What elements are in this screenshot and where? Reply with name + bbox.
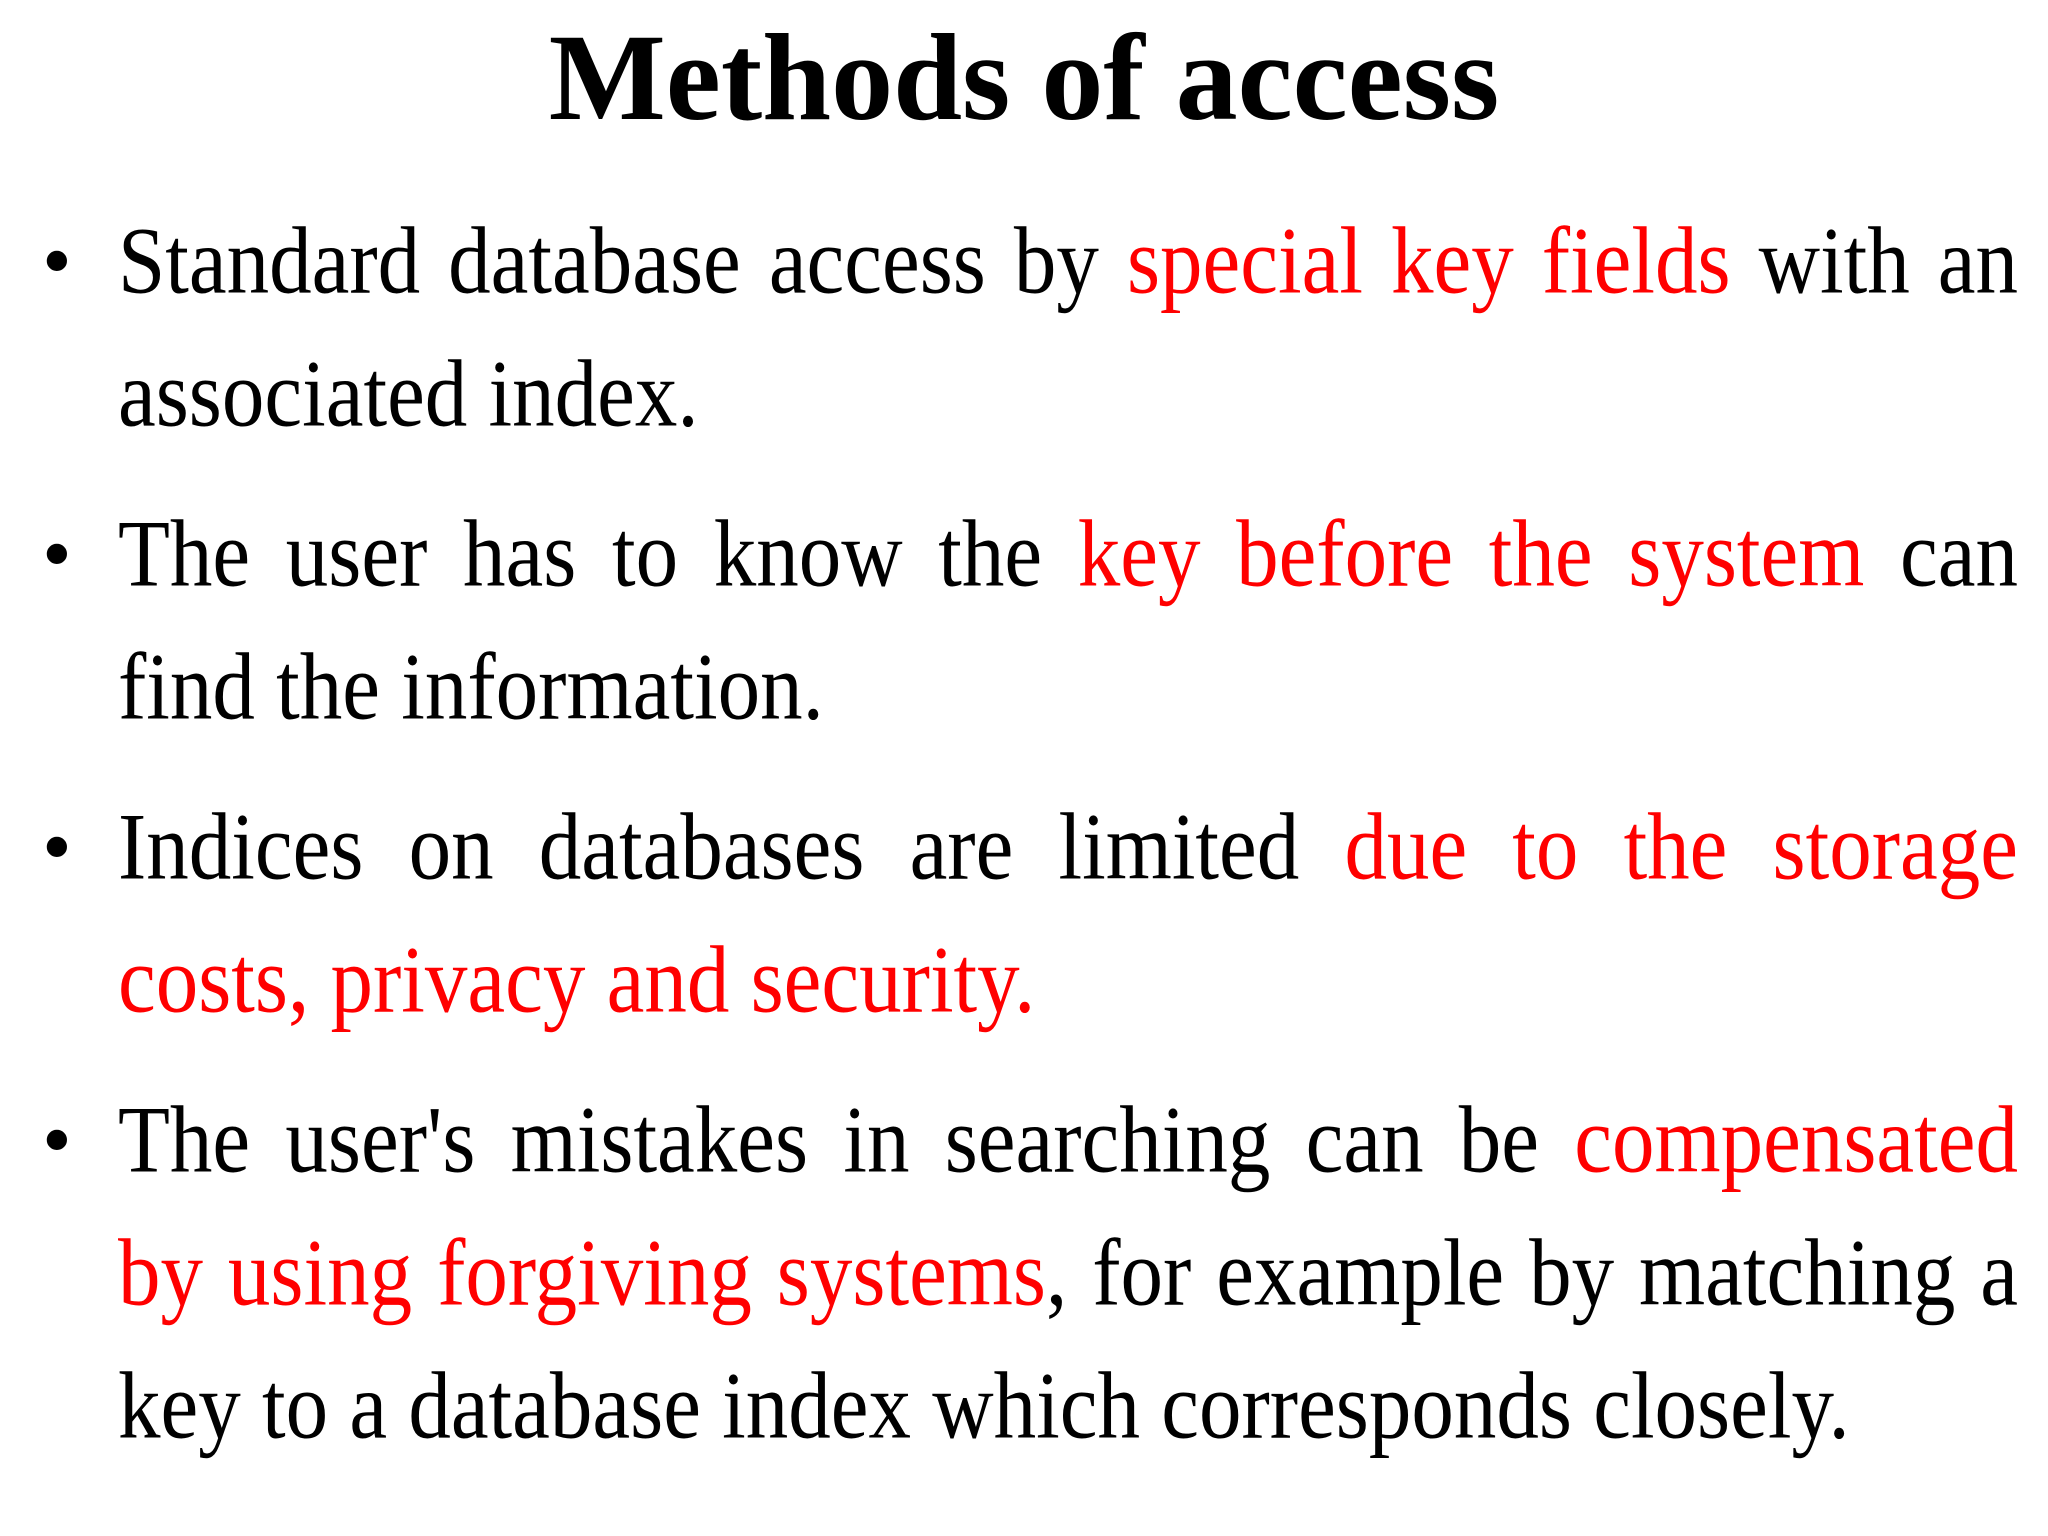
text-segment: Standard database access by — [118, 208, 1127, 314]
highlighted-text-segment: by using forgiving systems — [118, 1220, 1047, 1326]
text-segment: Indices on databases are limited — [118, 794, 1345, 900]
highlighted-text-segment: key before the system — [1077, 501, 1865, 607]
bullet-line: Standard database access by special key … — [118, 187, 2018, 336]
bullet-line: The user's mistakes in searching can be … — [118, 1066, 2018, 1215]
bullet-item: • Indices on databases are limited due to… — [0, 781, 2048, 1047]
slide-title: Methods of access — [548, 9, 1500, 146]
text-segment: find the information. — [118, 634, 824, 740]
highlighted-text-segment: costs, privacy and security. — [118, 927, 1036, 1033]
text-segment: The user has to know the — [118, 501, 1078, 607]
bullet-line: by using forgiving systems, for example … — [118, 1199, 2018, 1348]
text-segment: with an — [1730, 208, 2019, 314]
text-segment: can — [1864, 501, 2018, 607]
bullet-line: associated index. — [118, 320, 2018, 469]
text-segment: , for example by matching a — [1046, 1220, 2018, 1326]
bullet-list: • Standard database access by special key… — [0, 195, 2048, 1473]
bullet-line: The user has to know the key before the … — [118, 480, 2018, 629]
bullet-marker-icon: • — [42, 800, 72, 894]
text-segment: The user's mistakes in searching can be — [118, 1087, 1575, 1193]
bullet-item: • The user has to know the key before the… — [0, 488, 2048, 754]
highlighted-text-segment: special key fields — [1126, 208, 1731, 314]
bullet-item: • Standard database access by special key… — [0, 195, 2048, 461]
text-segment: associated index. — [118, 341, 699, 447]
bullet-line: find the information. — [118, 613, 2018, 762]
bullet-marker-icon: • — [42, 214, 72, 308]
highlighted-text-segment: due to the storage — [1344, 794, 2019, 900]
bullet-line: key to a database index which correspond… — [118, 1332, 2018, 1481]
bullet-marker-icon: • — [42, 507, 72, 601]
bullet-line: costs, privacy and security. — [118, 906, 2018, 1055]
bullet-item: • The user's mistakes in searching can be… — [0, 1074, 2048, 1473]
bullet-marker-icon: • — [42, 1093, 72, 1187]
text-segment: key to a database index which correspond… — [118, 1353, 1850, 1459]
bullet-line: Indices on databases are limited due to … — [118, 773, 2018, 922]
highlighted-text-segment: compensated — [1574, 1087, 2018, 1193]
